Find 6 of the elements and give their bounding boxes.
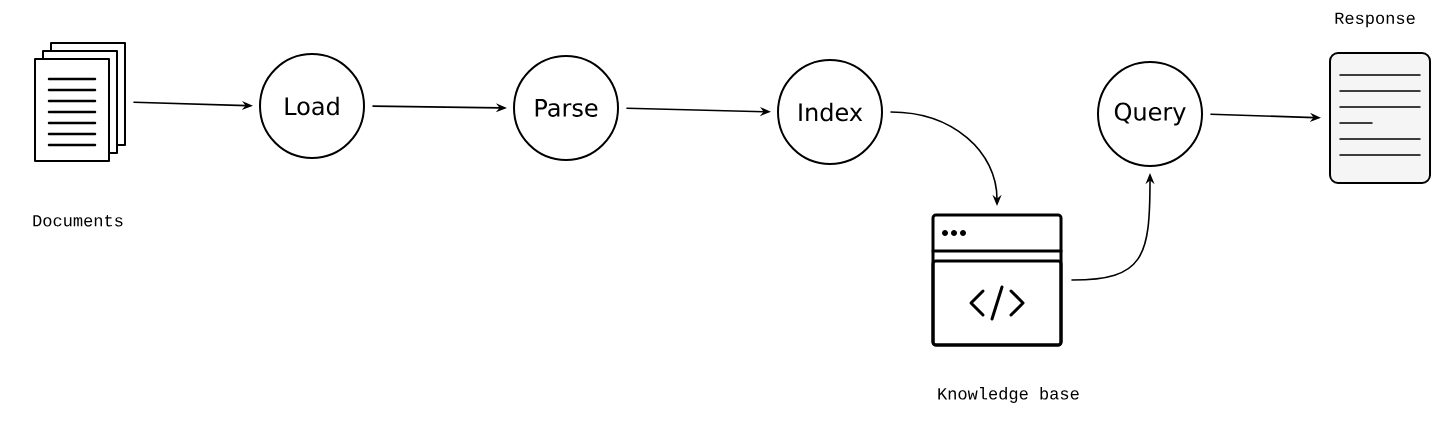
caption-label: Documents xyxy=(33,215,123,227)
documents-icon xyxy=(34,42,126,162)
code-window-icon xyxy=(931,213,1063,347)
caption-label: Response xyxy=(1335,12,1415,28)
caption-label: Knowledge base xyxy=(938,387,1079,403)
document-icon xyxy=(1329,52,1431,184)
